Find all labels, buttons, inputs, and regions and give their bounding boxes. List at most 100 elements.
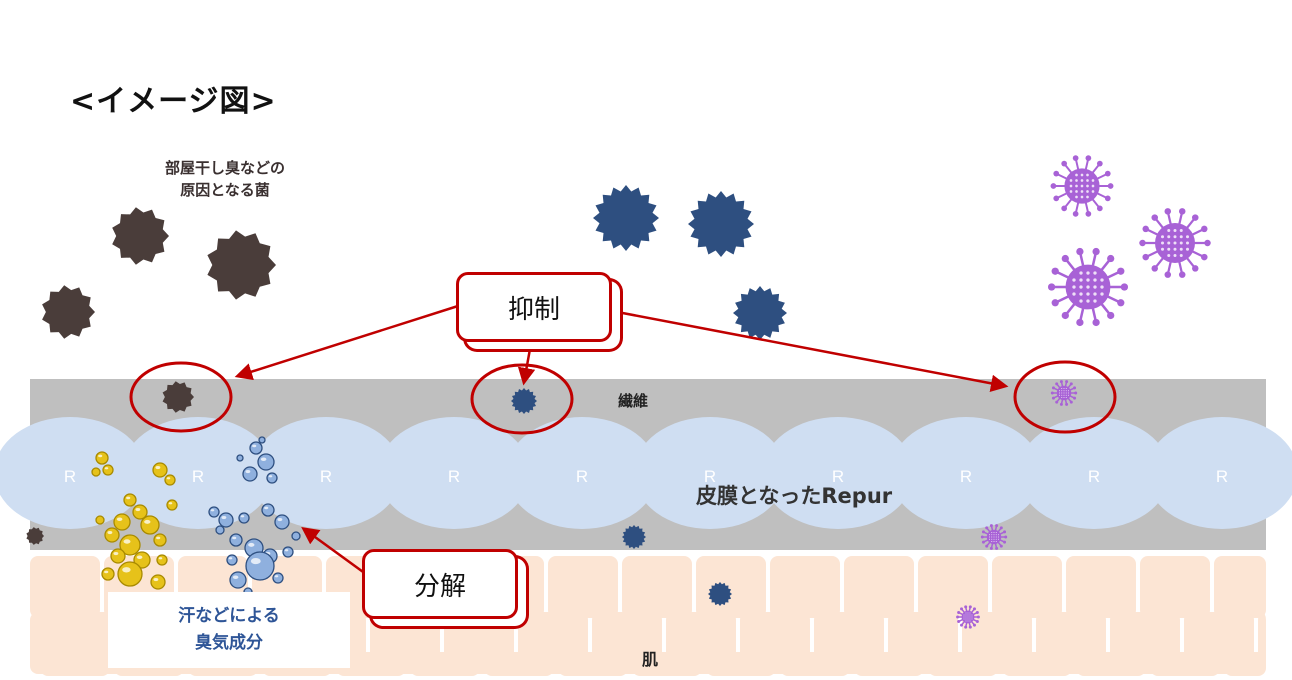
highlight-circle-blue	[470, 363, 574, 435]
bacteria-caption-line2: 原因となる菌	[180, 181, 270, 199]
repur-cell	[634, 417, 786, 529]
yellow-odor-bubble-icon	[91, 467, 101, 477]
skin-cell	[30, 556, 100, 618]
brown-bacterium-icon	[42, 285, 95, 339]
yellow-odor-bubble-icon	[166, 499, 178, 511]
yellow-odor-bubble-icon	[140, 515, 160, 535]
blue-odor-bubble-icon	[238, 512, 250, 524]
blue-odor-bubble-icon	[261, 503, 275, 517]
skin-cell	[1224, 652, 1266, 676]
arrow-to-purple	[611, 309, 1009, 392]
page-title: <イメージ図>	[70, 84, 277, 119]
arrow-to-brown	[234, 304, 459, 381]
repur-marker: R	[1088, 467, 1100, 486]
skin-cell	[632, 652, 702, 676]
highlight-circle-purple	[1013, 360, 1117, 434]
repur-marker: R	[320, 467, 332, 486]
repur-marker: R	[576, 467, 588, 486]
yellow-odor-bubble-icon	[164, 474, 176, 486]
blue-bacterium-icon	[511, 388, 537, 414]
repur-cell	[250, 417, 402, 529]
repur-cell	[1018, 417, 1170, 529]
skin-cell	[770, 556, 840, 618]
skin-cell	[484, 652, 554, 676]
skin-cell	[928, 652, 998, 676]
blue-bacterium-icon	[688, 191, 754, 257]
bacteria-caption-line1: 部屋干し臭などの	[164, 159, 285, 177]
skin-cell	[1150, 652, 1220, 676]
repur-marker: R	[448, 467, 460, 486]
yellow-odor-bubble-icon	[117, 561, 143, 587]
purple-virus-icon	[956, 605, 980, 629]
skin-cell	[918, 556, 988, 618]
blue-bacterium-icon	[622, 525, 646, 549]
purple-virus-icon	[1139, 208, 1211, 278]
blue-odor-bubble-icon	[274, 514, 290, 530]
skin-cell	[706, 652, 776, 676]
repur-marker: R	[960, 467, 972, 486]
yellow-odor-bubble-icon	[132, 504, 148, 520]
yellow-odor-bubble-icon	[95, 451, 109, 465]
blue-odor-bubble-icon	[226, 554, 238, 566]
blue-bacterium-icon	[708, 582, 732, 606]
skin-cell	[410, 652, 480, 676]
blue-bacterium-icon	[593, 185, 659, 251]
yellow-odor-bubble-icon	[152, 462, 168, 478]
yellow-odor-bubble-icon	[102, 464, 114, 476]
yellow-odor-bubble-icon	[113, 513, 131, 531]
blue-odor-bubble-icon	[229, 533, 243, 547]
purple-virus-icon	[1050, 380, 1078, 406]
skin-cell	[622, 556, 692, 618]
repur-cell	[762, 417, 914, 529]
yellow-odor-bubble-icon	[156, 554, 168, 566]
blue-odor-bubble-icon	[236, 454, 244, 462]
blue-odor-bubble-icon	[242, 466, 258, 482]
repur-cell	[506, 417, 658, 529]
blue-bacterium-icon	[733, 286, 787, 340]
skin-cell	[1066, 556, 1136, 618]
blue-odor-bubble-icon	[266, 472, 278, 484]
blue-odor-bubble-icon	[272, 572, 284, 584]
callout-decompose: 分解	[362, 549, 518, 619]
skin-cell	[696, 556, 766, 618]
repur-cell	[890, 417, 1042, 529]
sweat-odor-line2: 臭気成分	[195, 633, 263, 653]
skin-cell	[992, 556, 1062, 618]
repur-cell	[1146, 417, 1292, 529]
blue-odor-bubble-icon	[208, 506, 220, 518]
blue-odor-bubble-icon	[249, 441, 263, 455]
yellow-odor-bubble-icon	[101, 567, 115, 581]
skin-cell	[558, 652, 628, 676]
repur-marker: R	[832, 467, 844, 486]
skin-label: 肌	[642, 650, 659, 669]
yellow-odor-bubble-icon	[104, 527, 120, 543]
purple-virus-icon	[1047, 247, 1129, 327]
arrow-decompose	[301, 526, 371, 579]
skin-cell	[844, 556, 914, 618]
bacteria-caption: 部屋干し臭などの 原因となる菌	[140, 157, 310, 201]
yellow-odor-bubble-icon	[150, 574, 166, 590]
yellow-odor-bubble-icon	[153, 533, 167, 547]
skin-cell	[780, 652, 850, 676]
skin-cell	[336, 652, 406, 676]
repur-marker: R	[64, 467, 76, 486]
blue-odor-bubble-icon	[215, 525, 225, 535]
arrow-to-blue	[517, 337, 536, 386]
skin-cell	[40, 652, 110, 676]
repur-cell	[122, 417, 274, 529]
highlight-circle-brown	[129, 361, 233, 433]
callout-suppress: 抑制	[456, 272, 612, 342]
repur-cell	[378, 417, 530, 529]
purple-virus-icon	[1050, 155, 1114, 217]
purple-virus-icon	[980, 524, 1008, 550]
membrane-label: 皮膜となったRepur	[696, 484, 893, 508]
blue-odor-bubble-icon	[282, 546, 294, 558]
yellow-odor-bubble-icon	[119, 534, 141, 556]
blue-odor-bubble-icon	[229, 571, 247, 589]
blue-odor-bubble-icon	[218, 512, 234, 528]
repur-marker: R	[192, 467, 204, 486]
skin-cell	[1002, 652, 1072, 676]
skin-cell	[1214, 556, 1266, 618]
